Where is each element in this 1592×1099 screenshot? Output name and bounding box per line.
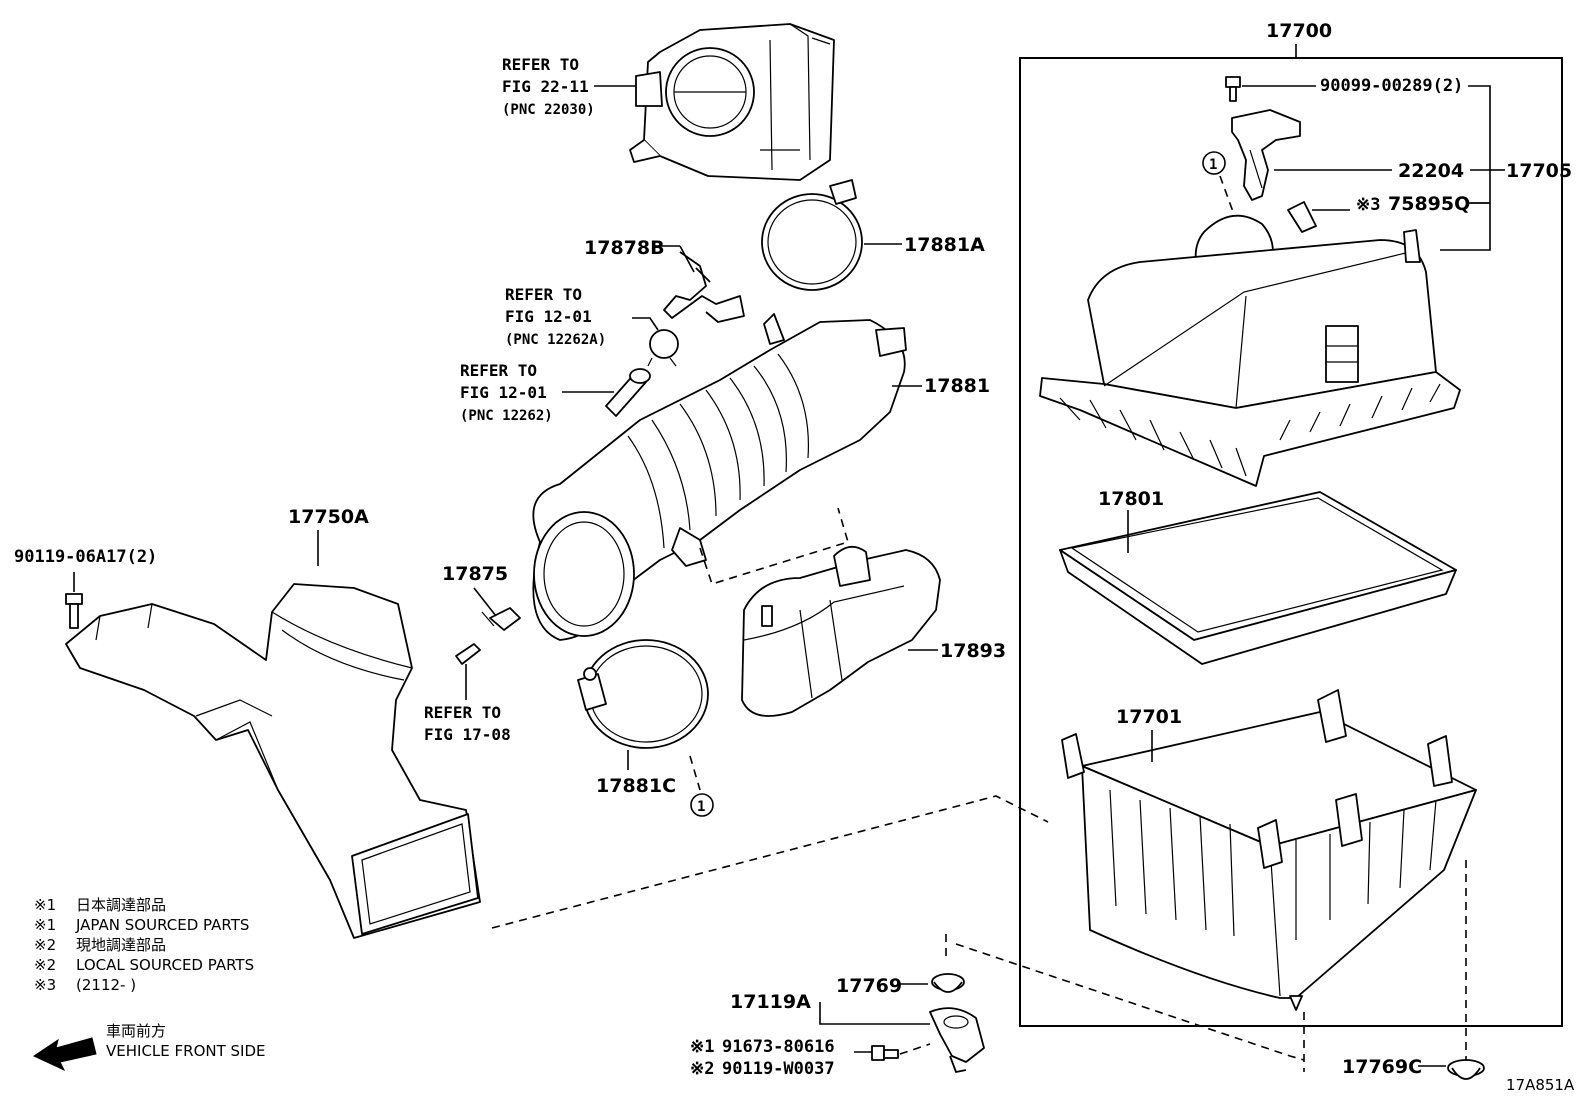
refer-to-12-01-a-line3: (PNC 12262A) (505, 332, 606, 348)
legend-text-2b: LOCAL SOURCED PARTS (76, 956, 254, 974)
part-number-17769[interactable]: 17769 (836, 975, 902, 997)
bracket-17119A-icon[interactable] (929, 1007, 985, 1073)
legend-mark-1b: ※1 (34, 916, 56, 934)
part-number-17769C[interactable]: 17769C (1342, 1056, 1422, 1078)
mark-90119-W0037: ※2 (690, 1059, 714, 1079)
part-number-17881A[interactable]: 17881A (904, 234, 985, 256)
hose-12262-icon (605, 368, 651, 417)
clip-12262A-icon (647, 329, 679, 367)
callout-circle-1-top (1202, 151, 1226, 175)
diagram-code: 17A851A (1506, 1076, 1575, 1094)
legend-text-3: (2112- ) (76, 976, 136, 994)
refer-to-12-01-b-line2[interactable]: FIG 12-01 (460, 383, 547, 402)
air-cleaner-case-17701-icon[interactable] (1061, 689, 1477, 1011)
refer-to-22-11-line2[interactable]: FIG 22-11 (502, 77, 589, 96)
legend-mark-1a: ※1 (34, 896, 56, 914)
refer-to-12-01-a-line1: REFER TO (505, 285, 582, 304)
callout-1-bottom-label: 1 (697, 799, 705, 815)
pipe-17-08-icon (455, 643, 481, 665)
grommet-17769-icon[interactable] (931, 973, 965, 993)
vehicle-front-arrow-icon (32, 1037, 97, 1072)
grommet-17769C-icon[interactable] (1447, 1059, 1485, 1080)
legend-text-2a: 現地調達部品 (76, 936, 166, 954)
throttle-body-icon (629, 23, 835, 181)
part-number-17701[interactable]: 17701 (1116, 706, 1182, 728)
mark-91673: ※1 (690, 1037, 714, 1057)
refer-to-12-01-b-line1: REFER TO (460, 361, 537, 380)
part-number-17750A[interactable]: 17750A (288, 506, 369, 528)
refer-to-22-11-line3: (PNC 22030) (502, 102, 595, 118)
hose-17878B-icon[interactable] (663, 251, 745, 323)
hose-clamp-17881C-icon[interactable] (577, 639, 709, 749)
label-75895Q-icon[interactable] (1287, 201, 1317, 233)
part-number-17700[interactable]: 17700 (1266, 20, 1332, 42)
legend-mark-2a: ※2 (34, 936, 56, 954)
part-number-90099-00289[interactable]: 90099-00289(2) (1320, 76, 1463, 96)
legend-mark-3: ※3 (34, 976, 56, 994)
intake-hose-17881-icon[interactable] (532, 313, 907, 641)
part-number-75895Q[interactable]: 75895Q (1388, 193, 1470, 215)
refer-to-17-08-line1: REFER TO (424, 703, 501, 722)
fitting-17875-icon[interactable] (481, 607, 521, 631)
legend-text-1a: 日本調達部品 (76, 896, 166, 914)
refer-to-12-01-a-line2[interactable]: FIG 12-01 (505, 307, 592, 326)
part-number-17881[interactable]: 17881 (924, 375, 990, 397)
air-filter-element-17801-icon[interactable] (1059, 491, 1457, 665)
resonator-17893-icon[interactable] (741, 546, 941, 717)
part-number-90119-W0037[interactable]: 90119-W0037 (722, 1059, 835, 1079)
hose-clamp-17881A-icon[interactable] (761, 179, 863, 291)
refer-to-17-08-line2[interactable]: FIG 17-08 (424, 725, 511, 744)
callout-1-top-label: 1 (1209, 157, 1217, 173)
callout-circle-1-bottom (690, 793, 714, 817)
air-flow-meter-22204-icon[interactable] (1231, 109, 1301, 201)
vehicle-front-en: VEHICLE FRONT SIDE (106, 1042, 266, 1060)
part-number-17705[interactable]: 17705 (1506, 160, 1572, 182)
legend-text-1b: JAPAN SOURCED PARTS (75, 916, 249, 934)
vehicle-front-jp: 車両前方 (106, 1022, 166, 1040)
legend-mark-2b: ※2 (34, 956, 56, 974)
part-number-17893[interactable]: 17893 (940, 640, 1006, 662)
refer-to-12-01-b-line3: (PNC 12262) (460, 408, 553, 424)
bolt-91673-icon[interactable] (871, 1045, 899, 1061)
part-number-17875[interactable]: 17875 (442, 563, 508, 585)
assembly-frame-17700 (1019, 57, 1563, 1027)
part-number-17878B[interactable]: 17878B (584, 237, 665, 259)
part-number-17881C[interactable]: 17881C (596, 775, 676, 797)
part-number-90119-06A17[interactable]: 90119-06A17(2) (14, 547, 157, 567)
part-number-22204[interactable]: 22204 (1398, 160, 1464, 182)
part-number-91673-80616[interactable]: 91673-80616 (722, 1037, 835, 1057)
bolt-90099-icon[interactable] (1225, 76, 1241, 102)
refer-to-22-11-line1: REFER TO (502, 55, 579, 74)
air-duct-17750A-icon[interactable] (65, 583, 481, 939)
mark-75895Q: ※3 (1356, 195, 1380, 215)
air-cleaner-cap-icon[interactable] (1039, 214, 1461, 487)
part-number-17119A[interactable]: 17119A (730, 991, 811, 1013)
bolt-90119-06A17-icon[interactable] (65, 593, 83, 629)
part-number-17801[interactable]: 17801 (1098, 488, 1164, 510)
